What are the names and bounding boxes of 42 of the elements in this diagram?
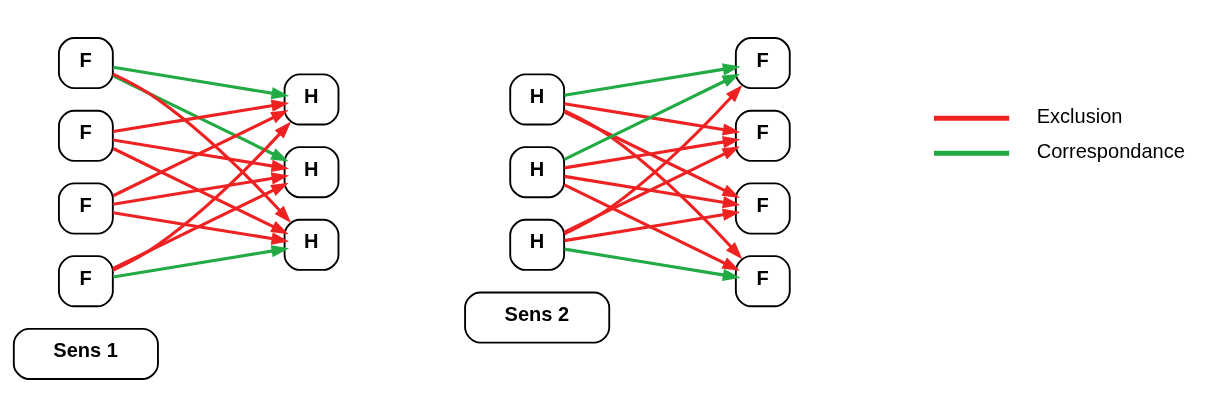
node-box: F [734,36,791,89]
node-box: F [58,182,114,234]
node-box: F [734,109,791,162]
node-box: F [58,254,114,307]
arrow [563,73,740,161]
arrow [564,62,741,97]
arrow [563,84,743,235]
arrow [112,109,289,197]
arrow [112,65,290,99]
node-box: H [283,145,340,198]
node-box: H [283,72,340,125]
arrow [563,182,740,271]
arrow [564,174,741,208]
node-box: H [509,72,566,125]
node-box: Sens 2 [464,291,611,344]
arrow [564,101,741,136]
node-box: H [283,218,340,271]
arrow [112,99,290,133]
node-box: Sens 1 [12,327,159,380]
arrow [564,135,741,169]
arrow [112,210,290,245]
arrow [112,73,289,162]
arrow [112,244,290,278]
node-box: F [734,182,791,234]
node-box: H [509,218,566,271]
legend-label: Exclusion [1036,104,1123,127]
arrow [112,72,292,223]
node-box: F [58,36,114,89]
arrow [112,120,292,271]
arrow [564,208,741,242]
node-box: H [509,145,566,198]
arrow [563,145,740,234]
arrow [564,247,741,281]
node-box: F [734,254,791,307]
legend-label: Correspondance [1036,139,1185,162]
arrow [112,171,290,206]
arrow [563,108,743,259]
arrow [112,138,290,172]
arrow [563,110,740,198]
arrow [112,146,289,234]
arrow [112,182,289,270]
node-box: F [58,109,114,162]
